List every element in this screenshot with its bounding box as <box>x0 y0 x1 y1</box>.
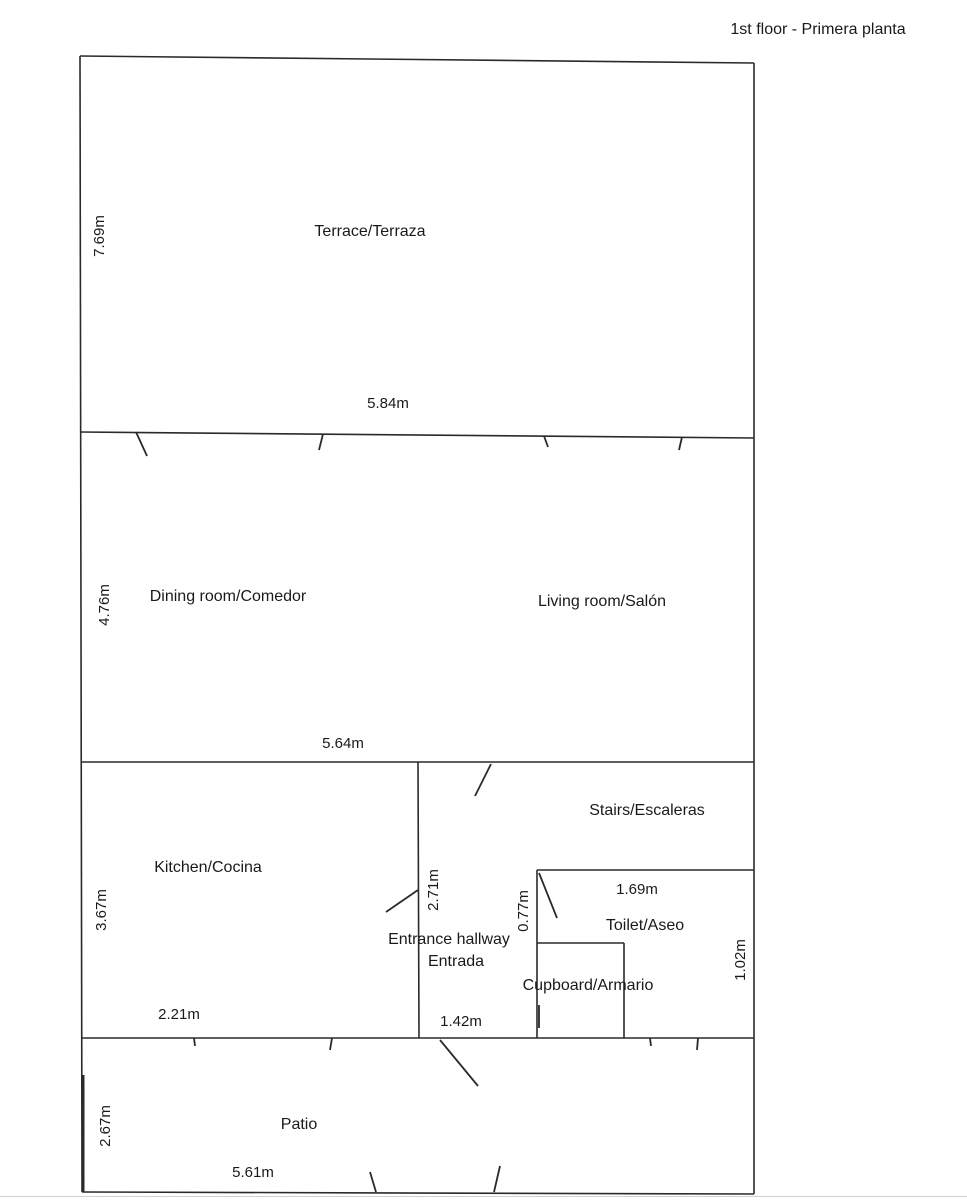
dim-kitchen-height: 3.67m <box>93 889 110 931</box>
dim-hallway-width: 1.42m <box>440 1013 482 1030</box>
dim-toilet-width: 1.69m <box>616 881 658 898</box>
dim-toilet-height: 1.02m <box>732 939 749 981</box>
dim-patio-width: 5.61m <box>232 1164 274 1181</box>
room-labels: Terrace/Terraza Dining room/Comedor Livi… <box>150 223 705 1133</box>
room-stairs-label: Stairs/Escaleras <box>589 802 705 819</box>
dim-terrace-height: 7.69m <box>91 215 108 257</box>
dimension-labels: 7.69m 5.84m 4.76m 5.64m 3.67m 2.21m 2.71… <box>91 215 749 1181</box>
room-cupboard-label: Cupboard/Armario <box>523 977 654 994</box>
interior-walls <box>79 431 755 1039</box>
dim-hallway-height: 2.71m <box>425 869 442 911</box>
room-kitchen-label: Kitchen/Cocina <box>154 859 262 876</box>
dim-toilet-small: 0.77m <box>515 890 532 932</box>
dim-terrace-width: 5.84m <box>367 395 409 412</box>
room-dining-label: Dining room/Comedor <box>150 588 307 605</box>
room-toilet-label: Toilet/Aseo <box>606 917 684 934</box>
dim-dining-height: 4.76m <box>96 584 113 626</box>
room-patio-label: Patio <box>281 1116 318 1133</box>
room-living-label: Living room/Salón <box>538 593 666 610</box>
dim-dining-width: 5.64m <box>322 735 364 752</box>
outer-walls <box>79 55 755 1195</box>
room-terrace-label: Terrace/Terraza <box>314 223 425 240</box>
room-hallway-label-es: Entrada <box>428 953 484 970</box>
page-edge-line <box>0 1196 967 1197</box>
room-hallway-label-en: Entrance hallway <box>388 931 510 948</box>
dim-patio-height: 2.67m <box>97 1105 114 1147</box>
dim-kitchen-width: 2.21m <box>158 1006 200 1023</box>
door-marks <box>135 431 699 1193</box>
floor-title: 1st floor - Primera planta <box>730 21 905 38</box>
